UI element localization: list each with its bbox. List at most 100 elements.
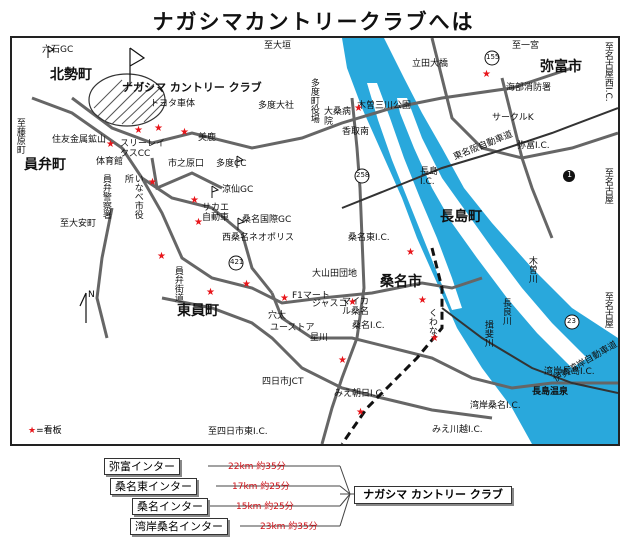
railway-line <box>340 247 444 444</box>
town-yatomi: 弥富市 <box>540 59 582 75</box>
label-yatomi-ic: 弥富I.C. <box>517 141 550 151</box>
signboard-star: ★ <box>180 127 189 138</box>
signboard-star: ★ <box>418 295 427 306</box>
label-kuwana-kokusai: 桑名国際GC <box>242 215 292 225</box>
signboard-star: ★ <box>430 333 439 344</box>
town-inabe: 員弁町 <box>24 157 66 173</box>
label-tatsuta: 立田大橋 <box>412 59 449 69</box>
label-sumitomo: 住友金属鉱山 <box>52 135 107 145</box>
river-land-strip <box>397 98 587 368</box>
signboard-star: ★ <box>242 279 251 290</box>
signboard-star: ★ <box>106 139 115 150</box>
label-itaru-nagoya-nishi: 至名古屋西I.C. <box>602 42 613 102</box>
label-ebino: 海部消防署 <box>506 83 552 93</box>
label-inabe-kaido: 員弁街道 <box>172 266 183 302</box>
destination-box: ナガシマ カントリー クラブ <box>354 486 512 504</box>
signboard-star: ★ <box>194 217 203 228</box>
ic-kuwanahigashi: 桑名東インター <box>110 478 197 495</box>
label-itaru-nagoya-east: 至名古屋 <box>602 168 613 204</box>
label-kuwana-station: くわな <box>426 308 437 335</box>
ic-wangan-kuwana: 湾岸桑名インター <box>130 518 228 535</box>
label-kuwana-ic: 桑名I.C. <box>352 321 385 331</box>
signboard-star: ★ <box>157 251 166 262</box>
golf-course-area <box>88 73 166 127</box>
town-kuwana: 桑名市 <box>380 274 422 290</box>
signboard-star: ★ <box>354 103 363 114</box>
ic-yatomi: 弥富インター <box>104 458 180 475</box>
label-kuwanahigashi-ic: 桑名東I.C. <box>348 233 390 243</box>
label-toyota: トヨタ車体 <box>150 99 196 109</box>
signboard-star: ★ <box>280 293 289 304</box>
label-itaru-yokkaichi: 至四日市東I.C. <box>208 427 268 437</box>
signboard-star: ★ <box>134 125 143 136</box>
label-taikyo-hospital: 大桑病院 <box>324 107 352 127</box>
road-network <box>31 38 618 444</box>
route-258: 258 <box>356 171 370 179</box>
signboard-star: ★ <box>148 177 157 188</box>
label-shinohara: 市之原口 <box>168 159 205 169</box>
expressway-lines <box>341 107 618 394</box>
north-arrow-icon <box>79 292 87 323</box>
ic-kuwana: 桑名インター <box>132 498 208 515</box>
label-nagaragawa: 長良川 <box>500 298 511 325</box>
town-hokusei: 北勢町 <box>50 67 92 83</box>
signboard-star: ★ <box>190 195 199 206</box>
route-23: 23 <box>567 317 576 325</box>
golf-course-label: ナガシマ カントリー クラブ <box>122 81 262 94</box>
golf-flag-icon <box>129 47 146 86</box>
map-graphic <box>31 38 618 444</box>
label-tado-yakuba: 多度町役場 <box>308 78 319 123</box>
label-nagashima-ic: 長島I.C. <box>420 167 439 187</box>
label-ibigawa: 揖斐川 <box>482 320 493 347</box>
label-anaota: 穴太 <box>268 311 287 321</box>
label-kiso3: 木曽三川公園 <box>357 101 412 111</box>
distance-wangan-kuwana: 23km 約35分 <box>260 522 318 532</box>
label-eustop: ユーストア <box>270 323 315 333</box>
legend-star-icon: ★ <box>28 426 37 436</box>
label-taiikukan: 体育館 <box>96 157 124 167</box>
label-suzumagc: 涼仙GC <box>222 185 254 195</box>
legend-text: =看板 <box>36 426 62 436</box>
route-155: 155 <box>486 53 500 61</box>
signboard-star: ★ <box>482 69 491 80</box>
label-f1mart: F1マート <box>292 291 330 301</box>
label-kisogawa: 木曽川 <box>526 256 537 283</box>
label-threelakes: スリーレイクスCC <box>120 139 166 159</box>
signboard-star: ★ <box>356 407 365 418</box>
legend: ★=看板 <box>28 423 62 436</box>
label-inabe-yakuba: いなべ市役所 <box>122 174 143 219</box>
label-mieasahi: みえ朝日I.C. <box>334 389 385 399</box>
label-rokkoku-gc: 六石GC <box>42 45 74 55</box>
town-nagashima: 長島町 <box>440 209 482 225</box>
label-itaru-fujiwara: 至藤原町 <box>14 118 25 154</box>
label-mycal: マイカル桑名 <box>342 297 370 317</box>
label-wangan-nagashima-ic: 湾岸長島I.C. <box>544 367 595 377</box>
label-yokkaichi-jct: 四日市JCT <box>262 377 304 387</box>
signboard-star: ★ <box>154 123 163 134</box>
distance-kuwana: 15km 約25分 <box>236 502 294 512</box>
distance-yatomi: 22km 約35分 <box>228 462 286 472</box>
signboard-star: ★ <box>338 355 347 366</box>
town-toin: 東員町 <box>177 303 219 319</box>
label-ooyama: 大山田団地 <box>312 269 358 279</box>
small-golf-flags <box>47 45 246 230</box>
route-shields <box>228 50 580 330</box>
label-itaru-ogaki: 至大垣 <box>264 41 292 51</box>
signboard-star: ★ <box>406 247 415 258</box>
label-biroku: 美鹿 <box>198 133 217 143</box>
label-kaori: 香取南 <box>342 127 370 137</box>
label-inabe-keisatsu: 員弁警察署 <box>100 174 111 219</box>
golf-course-hatch <box>93 79 165 125</box>
label-itaru-nagoya-east2: 至名古屋 <box>602 292 613 328</box>
label-circlek: サークルK <box>492 113 534 123</box>
label-nishikuwana: 西桑名ネオポリス <box>222 233 295 243</box>
signboard-star: ★ <box>206 287 215 298</box>
label-nagashima-onsen: 長島温泉 <box>532 387 569 397</box>
route-1: 1 <box>567 170 573 179</box>
river-land-strip-2 <box>367 83 462 310</box>
label-wangan-kuwana-ic: 湾岸桑名I.C. <box>470 401 521 411</box>
area-map: 北勢町 員弁町 東員町 弥富市 長島町 桑名市 ナガシマ カントリー クラブ 六… <box>10 36 620 446</box>
label-taisha: 多度大社 <box>258 101 295 111</box>
label-tadocc: 多度CC <box>216 159 247 169</box>
access-connector-lines <box>208 465 354 527</box>
